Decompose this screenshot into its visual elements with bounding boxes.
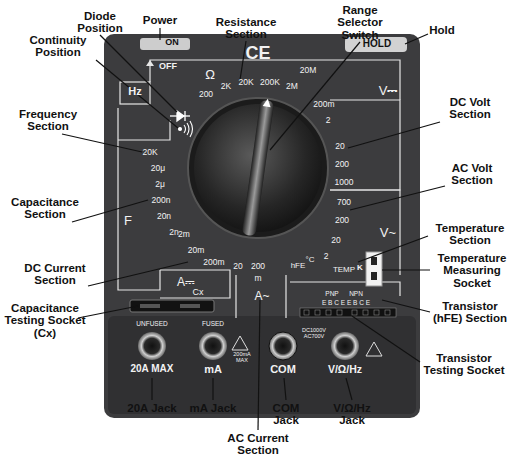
jack-com <box>269 332 297 360</box>
jack-strip <box>108 316 416 414</box>
panel-marking: 20 <box>324 236 348 245</box>
panel-marking: Ω <box>200 68 220 82</box>
panel-marking: 1000 <box>329 178 359 187</box>
panel-marking: 200 <box>246 262 270 271</box>
callout-label: AC Current Section <box>221 432 295 457</box>
panel-marking: Cx <box>186 288 210 298</box>
jack-ma <box>199 332 227 360</box>
panel-marking: 2μ <box>148 180 172 189</box>
callout-label: V/Ω/Hz Jack <box>324 402 380 427</box>
callout-label: Transistor Testing Socket <box>417 352 511 377</box>
panel-marking: DC1000V AC700V <box>296 328 332 340</box>
panel-marking: 20K <box>231 78 261 87</box>
callout-label: Capacitance Testing Socket (Cx) <box>0 302 90 339</box>
warning-triangle <box>366 342 382 356</box>
callout-label: mA Jack <box>188 402 238 414</box>
range-dial <box>188 98 328 238</box>
callout-label: DC Volt Section <box>440 96 500 121</box>
panel-marking: 2 <box>318 116 338 125</box>
panel-marking: 200mA MAX <box>227 352 257 364</box>
panel-marking: E B C E E B C E <box>298 299 394 306</box>
panel-marking: m <box>250 274 266 283</box>
panel-marking: 20M <box>293 66 323 75</box>
panel-marking: OFF <box>153 62 183 72</box>
panel-marking: FUSED <box>193 320 233 327</box>
transistor-socket <box>300 308 396 317</box>
panel-marking: NPN <box>345 290 367 297</box>
callout-label: Transistor (hFE) Section <box>427 300 513 325</box>
panel-marking: 20n <box>152 212 176 221</box>
section-outlines <box>118 60 400 318</box>
panel-marking: 700 <box>330 198 358 207</box>
capacitance-socket <box>130 300 214 312</box>
panel-marking: 2K <box>211 82 241 91</box>
panel-marking: 2n <box>164 228 184 237</box>
panel-marking: mA <box>198 364 228 376</box>
warning-triangle <box>232 336 248 350</box>
panel-marking: 20 <box>328 142 352 151</box>
callout-label: Resistance Section <box>206 16 286 41</box>
panel-marking: 200 <box>328 216 356 225</box>
off-marker <box>146 60 154 66</box>
panel-marking: V⎓ <box>373 84 403 98</box>
callout-label: DC Current Section <box>14 262 96 287</box>
panel-marking: F <box>120 214 136 228</box>
callout-label: COM Jack <box>261 402 311 427</box>
panel-marking: V~ <box>373 226 403 240</box>
panel-marking: 200n <box>147 196 175 205</box>
meter-panel <box>104 34 420 418</box>
panel-marking: PNP <box>321 290 343 297</box>
callout-label: Continuity Position <box>19 34 97 59</box>
dial-pointer <box>242 98 275 237</box>
callout-label: Temperature Measuring Socket <box>430 252 514 289</box>
callout-label: Diode Position <box>70 10 130 35</box>
panel-marking: COM <box>265 364 301 376</box>
panel-marking: K <box>354 264 366 273</box>
callout-label: AC Volt Section <box>442 162 502 187</box>
callout-label: 20A Jack <box>127 402 177 414</box>
power-button <box>140 38 190 50</box>
jack-v <box>331 332 359 360</box>
callout-label: Range Selector Switch <box>330 4 390 41</box>
panel-marking: Hz <box>121 86 149 98</box>
leader-lines <box>62 28 445 430</box>
callout-label: Frequency Section <box>10 108 86 133</box>
panel-marking: A⎓ <box>172 276 200 289</box>
panel-marking: 20μ <box>145 164 171 173</box>
jack-20a <box>138 332 166 360</box>
panel-marking: 200m <box>199 258 229 267</box>
continuity-symbol <box>179 121 193 137</box>
panel-marking: 20 <box>228 262 248 271</box>
panel-marking: hFE <box>286 262 310 271</box>
panel-marking: 2 <box>316 252 336 261</box>
callout-label: Capacitance Section <box>4 196 86 221</box>
panel-marking: UNFUSED <box>130 320 174 327</box>
panel-marking: 2M <box>277 82 307 91</box>
socket-slots <box>140 304 200 308</box>
panel-marking: 20m <box>183 246 209 255</box>
panel-marking: 20A MAX <box>127 364 177 375</box>
panel-marking: CE <box>238 44 278 63</box>
panel-marking: ON <box>157 38 187 48</box>
diode-symbol <box>170 111 190 121</box>
callout-label: Power <box>135 14 185 26</box>
callout-label: Temperature Section <box>424 222 516 247</box>
panel-marking: 200 <box>328 160 356 169</box>
panel-marking: A~ <box>250 290 274 303</box>
panel-marking: 200m <box>309 100 339 109</box>
temperature-socket <box>366 252 382 286</box>
panel-marking: 20K <box>136 148 164 157</box>
panel-marking: HOLD <box>352 39 402 50</box>
panel-marking: 200K <box>255 78 285 87</box>
callout-label: Hold <box>422 24 462 36</box>
panel-marking: 200 <box>191 90 221 99</box>
panel-marking: V/Ω/Hz <box>320 364 370 375</box>
panel-marking: TEMP <box>327 266 361 275</box>
